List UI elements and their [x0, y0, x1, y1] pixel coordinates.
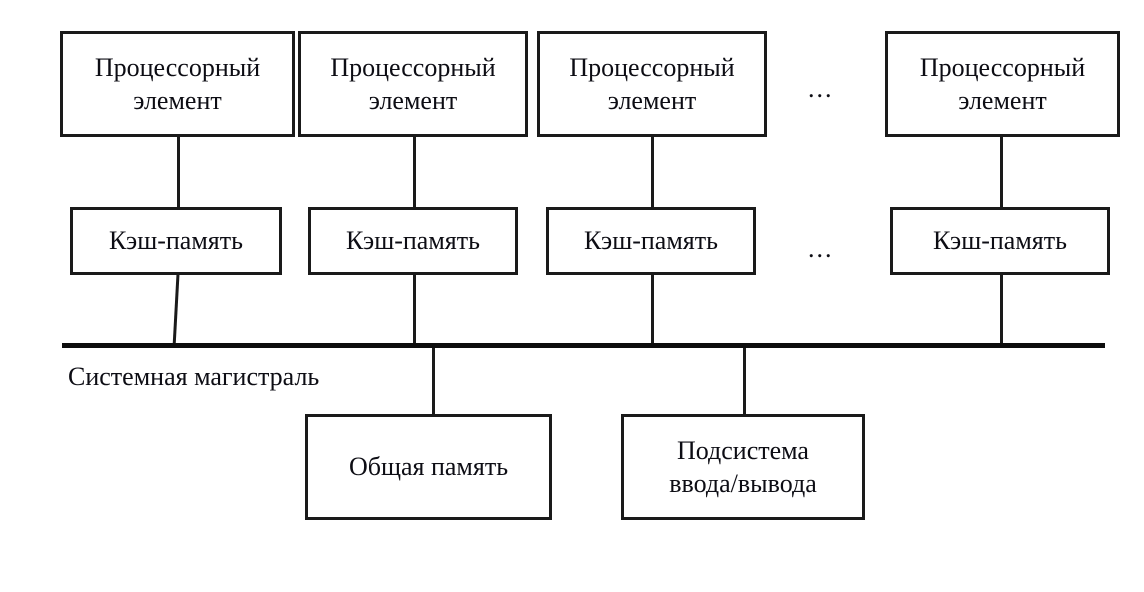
system-bus-label: Системная магистраль: [68, 362, 320, 391]
processing-element-box-3: Процессорный элемент: [537, 31, 767, 137]
cache-box-4: Кэш-память: [890, 207, 1110, 275]
processing-element-label-3: Процессорный элемент: [569, 52, 735, 115]
connector-cache4-to-bus: [1000, 274, 1003, 348]
connector-bus-to-shared-memory: [432, 347, 435, 415]
connector-pe2-to-cache2: [413, 137, 416, 208]
cache-label-4: Кэш-память: [933, 226, 1067, 256]
processing-element-box-1: Процессорный элемент: [60, 31, 295, 137]
connector-cache2-to-bus: [413, 274, 416, 348]
system-bus-line: [62, 343, 1105, 348]
shared-memory-box: Общая память: [305, 414, 552, 520]
connector-cache1-to-bus: [172, 274, 180, 348]
connector-pe3-to-cache3: [651, 137, 654, 208]
ellipsis-processing-elements: ...: [808, 74, 834, 103]
processing-element-label-2: Процессорный элемент: [330, 52, 496, 115]
connector-pe1-to-cache1: [177, 137, 180, 208]
io-subsystem-label: Подсистема ввода/вывода: [669, 435, 817, 498]
cache-box-2: Кэш-память: [308, 207, 518, 275]
processing-element-box-2: Процессорный элемент: [298, 31, 528, 137]
processing-element-label-4: Процессорный элемент: [919, 52, 1086, 115]
io-subsystem-box: Подсистема ввода/вывода: [621, 414, 865, 520]
processing-element-label-1: Процессорный элемент: [94, 52, 261, 115]
shared-memory-label: Общая память: [348, 452, 509, 482]
connector-cache3-to-bus: [651, 274, 654, 348]
cache-label-3: Кэш-память: [584, 226, 718, 256]
cache-label-1: Кэш-память: [109, 226, 243, 256]
cache-box-1: Кэш-память: [70, 207, 282, 275]
ellipsis-caches: ...: [808, 234, 834, 263]
connector-pe4-to-cache4: [1000, 137, 1003, 208]
connector-bus-to-io-subsystem: [743, 347, 746, 415]
cache-box-3: Кэш-память: [546, 207, 756, 275]
cache-label-2: Кэш-память: [346, 226, 480, 256]
processing-element-box-4: Процессорный элемент: [885, 31, 1120, 137]
